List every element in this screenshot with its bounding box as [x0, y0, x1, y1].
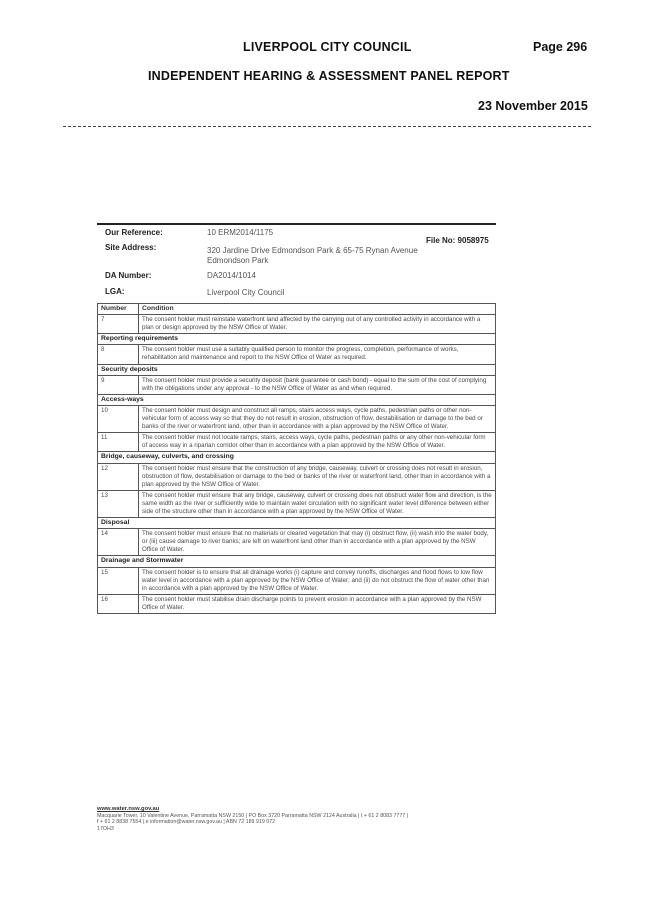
condition-text: The consent holder must ensure that any … [138, 489, 496, 519]
condition-text: The consent holder must reinstate waterf… [138, 314, 496, 335]
footer-website-link[interactable]: www.water.nsw.gov.au [97, 806, 160, 812]
condition-text: The consent holder must ensure that no m… [138, 528, 496, 557]
column-header-condition: Condition [138, 302, 496, 316]
section-heading: Access-ways [97, 393, 496, 406]
section-heading-row: Disposal [97, 517, 496, 530]
our-reference-value: 10 ERM2014/1175 [207, 228, 274, 237]
condition-text: The consent holder must not locate ramps… [138, 432, 496, 453]
section-heading-row: Drainage and Stormwater [97, 555, 496, 568]
site-address-line-1: 320 Jardine Drive Edmondson Park & 65-75… [207, 246, 418, 255]
da-number-value: DA2014/1014 [207, 271, 256, 280]
condition-text: The consent holder must provide a securi… [138, 374, 496, 395]
our-reference-label: Our Reference: [105, 228, 163, 237]
footer-code: 17OH3 [97, 825, 114, 832]
header-divider [63, 126, 591, 127]
lga-label: LGA: [105, 287, 125, 296]
report-date: 23 November 2015 [478, 99, 588, 113]
attachment-footer: www.water.nsw.gov.au Macquarie Tower, 10… [97, 806, 417, 832]
site-address-line-2: Edmondson Park [207, 256, 269, 265]
condition-number: 15 [97, 566, 139, 595]
column-header-number: Number [97, 302, 139, 316]
section-heading-row: Bridge, causeway, culverts, and crossing [97, 451, 496, 464]
page-number: Page 296 [533, 40, 588, 54]
report-title: INDEPENDENT HEARING & ASSESSMENT PANEL R… [148, 69, 510, 83]
scanned-attachment: Our Reference: 10 ERM2014/1175 File No: … [97, 223, 496, 832]
section-heading: Disposal [97, 517, 496, 530]
condition-number: 9 [97, 374, 139, 395]
section-heading: Drainage and Stormwater [97, 555, 496, 568]
section-heading: Reporting requirements [97, 333, 496, 346]
condition-text: The consent holder must ensure that the … [138, 462, 496, 491]
section-heading-row: Security deposits [97, 363, 496, 376]
condition-number: 8 [97, 344, 139, 365]
council-name: LIVERPOOL CITY COUNCIL [243, 40, 412, 54]
section-heading: Security deposits [97, 363, 496, 376]
table-header-row: Number Condition [97, 302, 496, 316]
condition-number: 12 [97, 462, 139, 491]
condition-text: The consent holder must design and const… [138, 404, 496, 434]
condition-text: The consent holder is to ensure that all… [138, 566, 496, 595]
section-heading-row: Access-ways [97, 393, 496, 406]
attachment-top-rule [97, 223, 496, 225]
condition-number: 7 [97, 314, 139, 335]
lga-value: Liverpool City Council [207, 288, 285, 297]
condition-text: The consent holder must use a suitably q… [138, 344, 496, 365]
site-address-label: Site Address: [105, 243, 157, 252]
condition-number: 13 [97, 489, 139, 519]
condition-number: 11 [97, 432, 139, 453]
footer-contact: f + 61 2 8838 7554 | e information@water… [97, 819, 276, 826]
condition-number: 16 [97, 593, 139, 615]
condition-text: The consent holder must stabilise drain … [138, 593, 496, 615]
section-heading: Bridge, causeway, culverts, and crossing [97, 451, 496, 464]
footer-address: Macquarie Tower, 10 Valentine Avenue, Pa… [97, 812, 409, 819]
condition-number: 10 [97, 404, 139, 434]
da-number-label: DA Number: [105, 271, 152, 280]
file-number: File No: 9058975 [426, 236, 489, 245]
condition-number: 14 [97, 528, 139, 557]
section-heading-row: Reporting requirements [97, 333, 496, 346]
